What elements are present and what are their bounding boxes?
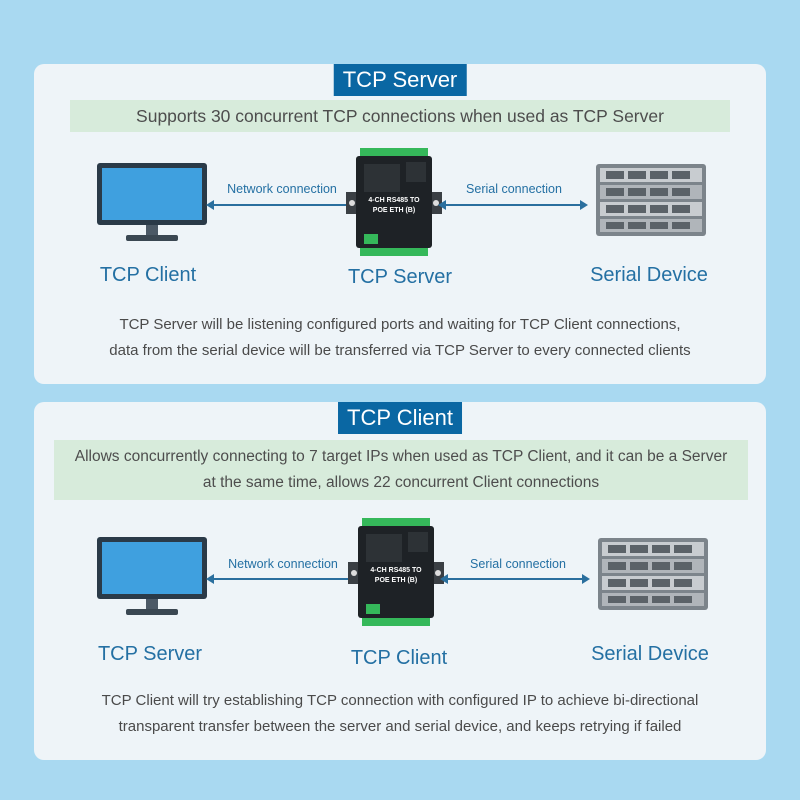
panel-title: TCP Client: [338, 402, 462, 434]
serial-connection-label: Serial connection: [470, 557, 566, 571]
panel-description: TCP Server will be listening configured …: [109, 316, 691, 359]
right-node-label: Serial Device: [590, 264, 708, 286]
network-connection-arrow: [206, 574, 356, 584]
serial-connection-label: Serial connection: [466, 182, 562, 196]
center-node-label: TCP Client: [350, 647, 448, 669]
server-rack-icon: [598, 538, 708, 610]
panel-banner: Allows concurrently connecting to 7 targ…: [54, 440, 748, 500]
panel-banner: Supports 30 concurrent TCP connections w…: [70, 100, 730, 132]
network-connection-label: Network connection: [228, 557, 338, 571]
svg-text:POE ETH (B): POE ETH (B): [375, 577, 417, 584]
svg-text:POE ETH (B): POE ETH (B): [373, 207, 415, 214]
monitor-icon: [97, 537, 207, 615]
left-node-label: TCP Server: [97, 643, 203, 665]
left-node-label: TCP Client: [99, 264, 197, 286]
right-node-label: Serial Device: [591, 643, 709, 665]
svg-text:4-CH RS485 TO: 4-CH RS485 TO: [370, 567, 422, 574]
network-connection-arrow: [206, 200, 356, 210]
tcp-server-panel: TCP Server Supports 30 concurrent TCP co…: [34, 64, 766, 384]
network-connection-label: Network connection: [227, 182, 337, 196]
svg-text:4-CH RS485 TO: 4-CH RS485 TO: [368, 197, 420, 204]
panel-title: TCP Server: [333, 64, 467, 96]
panel-description: TCP Client will try establishing TCP con…: [101, 692, 699, 735]
device-icon: 4-CH RS485 TO POE ETH (B): [346, 148, 442, 256]
center-node-label: TCP Server: [347, 266, 453, 288]
serial-connection-arrow: [438, 200, 588, 210]
monitor-icon: [97, 163, 207, 241]
tcp-client-panel: TCP Client Allows concurrently connectin…: [34, 402, 766, 760]
server-rack-icon: [596, 164, 706, 236]
serial-connection-arrow: [440, 574, 590, 584]
device-icon: 4-CH RS485 TO POE ETH (B): [348, 518, 444, 626]
